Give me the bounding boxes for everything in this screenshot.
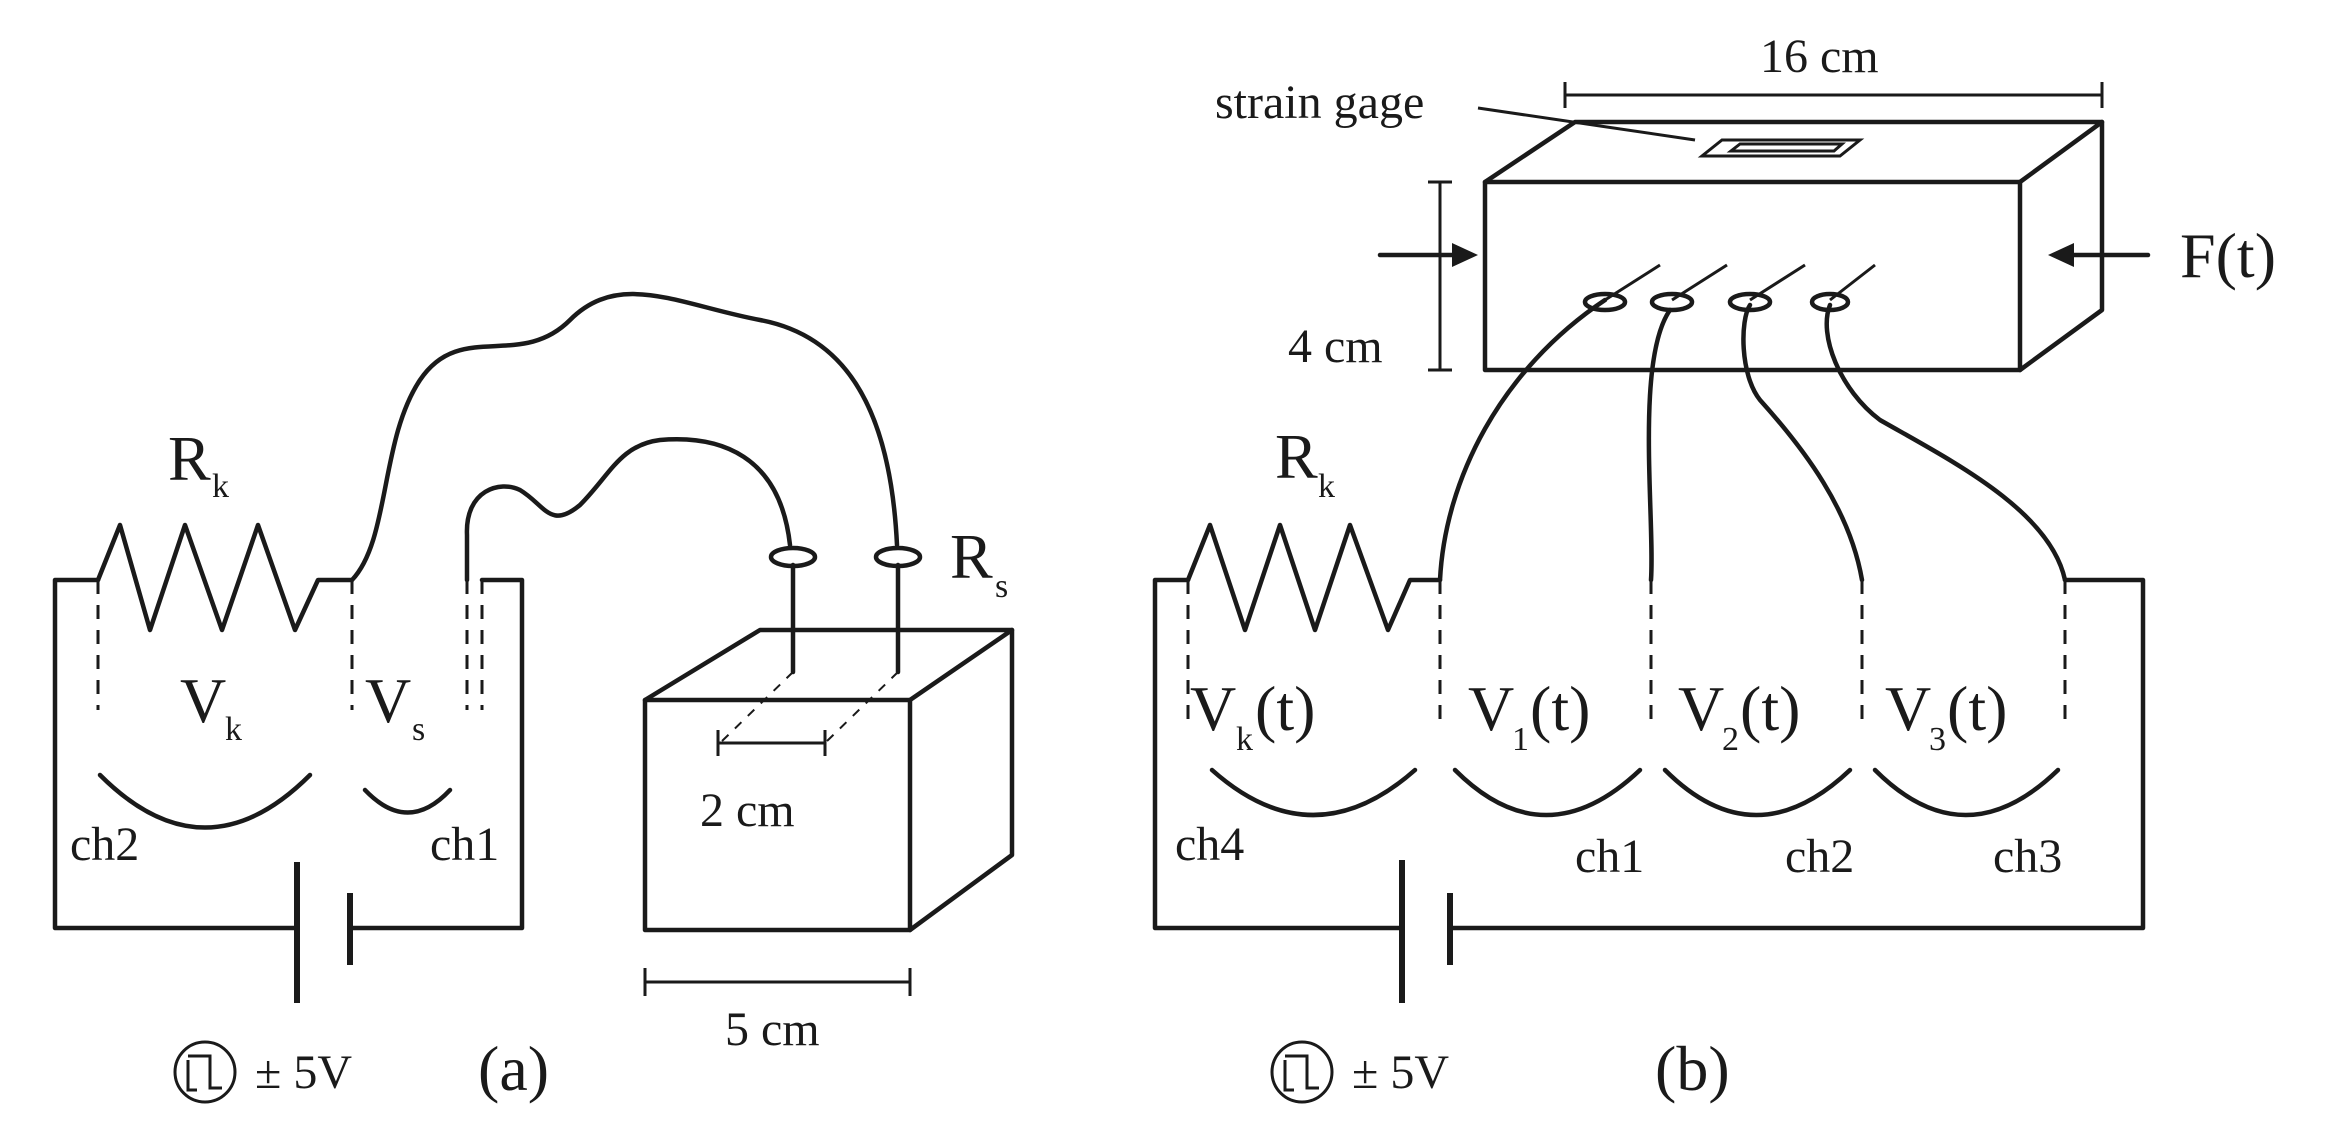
voltage-v1-b-main: V [1468,673,1514,744]
electrode-near-contact-a [768,545,818,569]
voltage-vk-b: V k (t) [1190,673,1315,758]
voltage-v1-b-suffix: (t) [1530,673,1590,744]
dim-2cm-label: 2 cm [700,784,795,837]
resistor-rk-b [1185,522,1443,633]
strain-gage-label: strain gage [1215,76,1424,129]
strain-gage-leader [1477,106,1696,142]
voltage-v2-b: V 2 (t) [1678,673,1800,758]
circuit-a-wire-right [349,577,525,931]
resistor-rk-a-subscript: k [212,468,229,505]
voltage-v2-b-main: V [1678,673,1724,744]
voltmeter-arc-v2-b [1662,767,1853,818]
strain-gage-icon [1697,138,1865,158]
voltage-v3-b-suffix: (t) [1947,673,2007,744]
voltage-v1-b: V 1 (t) [1468,673,1590,758]
channel-ch3-b: ch3 [1993,830,2062,883]
voltage-vk-b-sub: k [1236,721,1253,758]
voltmeter-arc-v1-b [1452,767,1643,818]
electrode-far-contact-a [873,545,923,569]
lead-b-2 [1646,307,1673,583]
channel-ch2-b: ch2 [1785,830,1854,883]
voltage-v1-b-sub: 1 [1512,721,1529,758]
wire-a-to-far-electrode [349,291,900,583]
channel-ch2-a: ch2 [70,818,139,871]
resistor-rk-a-label: R [168,423,211,494]
force-arrow-right-icon [2048,243,2151,267]
square-wave-source-icon-b [1270,1040,1334,1104]
source-voltage-a: ± 5V [255,1046,352,1099]
voltage-vk-a-label: V [180,665,226,736]
circuit-b-wire-left [1152,577,1403,931]
bar-specimen-b [1482,119,2105,373]
voltmeter-arc-v3-b [1872,767,2061,818]
voltage-v3-b-main: V [1885,673,1931,744]
panel-a-label: (a) [478,1033,549,1104]
voltmeter-arc-vk-b [1209,767,1418,818]
dim-16cm-label: 16 cm [1760,30,1879,83]
panel-b-label: (b) [1655,1033,1730,1104]
dim-4cm-label: 4 cm [1288,320,1383,373]
electrode-far-depth-a [824,671,899,744]
circuit-b-wire-right [1449,577,2146,931]
sample-resistor-rs-label: R [950,521,993,592]
voltage-v3-b-sub: 3 [1929,721,1946,758]
voltmeter-arc-vs-a [362,787,453,815]
lead-b-1 [1437,297,1608,583]
voltage-vk-b-suffix: (t) [1255,673,1315,744]
resistor-rk-a [95,522,355,633]
electrode-near-depth-a [719,671,794,744]
voltage-v2-b-sub: 2 [1722,721,1739,758]
panel-b: V k (t) V 1 (t) V 2 (t) V 3 (t) ch4 ch1 … [1152,30,2276,1104]
sample-block-a [642,627,1015,933]
lead-b-4 [1824,302,2068,583]
voltage-v3-b: V 3 (t) [1885,673,2007,758]
sample-resistor-rs-subscript: s [995,568,1008,605]
panel-a: R k V k V s ch2 ch1 ± 5V (a) R s [52,291,1015,1104]
resistor-rk-b-label: R [1275,421,1318,492]
voltage-vs-a-subscript: s [412,711,425,748]
voltage-vk-a-subscript: k [225,711,242,748]
dim-5cm-label: 5 cm [725,1003,820,1056]
channel-ch1-a: ch1 [430,818,499,871]
channel-ch1-b: ch1 [1575,830,1644,883]
circuit-a-wire-left [52,577,298,931]
wire-a-to-near-electrode [464,437,793,583]
source-voltage-b: ± 5V [1352,1046,1449,1099]
channel-ch4-b: ch4 [1175,818,1244,871]
force-arrow-left-icon [1377,243,1478,267]
resistor-rk-b-subscript: k [1318,468,1335,505]
voltmeter-arc-vk-a [97,772,313,830]
voltage-vk-b-main: V [1190,673,1236,744]
voltage-vs-a-label: V [365,665,411,736]
square-wave-source-icon-a [173,1040,237,1104]
lead-b-3 [1741,302,1865,583]
bar-electrodes [1582,263,1876,313]
voltage-v2-b-suffix: (t) [1740,673,1800,744]
force-label: F(t) [2180,220,2276,291]
